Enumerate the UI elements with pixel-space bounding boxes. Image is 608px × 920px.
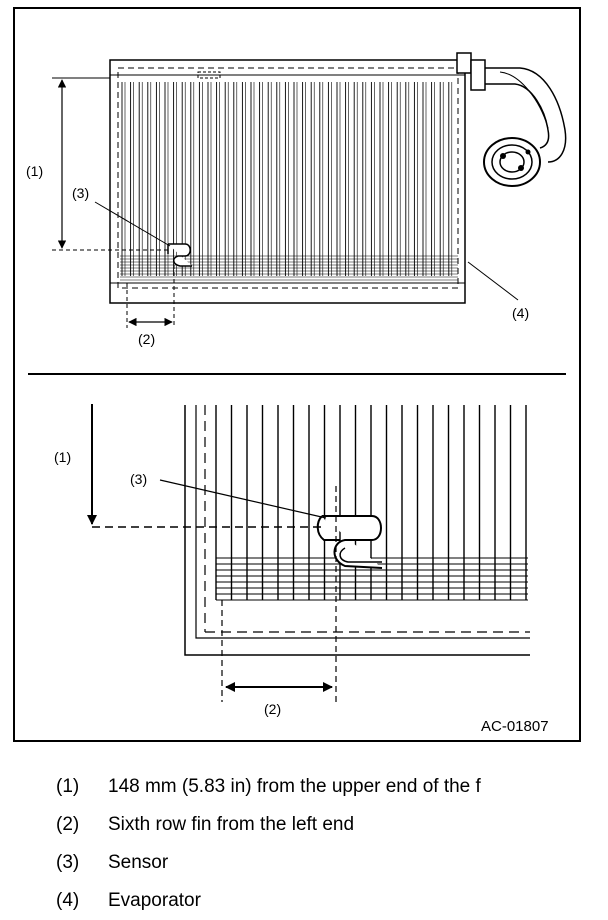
legend-text: Sixth row fin from the left end: [108, 814, 355, 835]
evaporator-body: [109, 59, 466, 304]
label-1-top: (1): [26, 163, 43, 179]
legend-text: Evaporator: [108, 890, 201, 911]
evaporator-leader: [467, 261, 519, 301]
bottom-detail-view: (1) (3) (2): [54, 404, 530, 717]
evaporator-sensor-diagram: (1) (3) (2) (4) (1) (: [13, 7, 581, 742]
figure-code: AC-01807: [481, 718, 549, 735]
legend-number: (1): [56, 776, 80, 797]
top-view: (1) (3) (2) (4): [26, 52, 567, 347]
legend-list: (1) 148 mm (5.83 in) from the upper end o…: [56, 768, 608, 920]
label-4-top: (4): [512, 305, 529, 321]
dimension-1-top: [52, 77, 168, 251]
label-2-detail: (2): [264, 701, 281, 717]
sensor-leader-detail: [159, 479, 327, 519]
label-1-detail: (1): [54, 449, 71, 465]
dimension-2-top: [126, 258, 175, 328]
evaporator-fins: [121, 82, 453, 276]
legend-text: 148 mm (5.83 in) from the upper end of t…: [108, 776, 481, 797]
sensor-leader-top: [94, 201, 171, 247]
dimension-1-detail: [87, 404, 322, 528]
label-3-detail: (3): [130, 471, 147, 487]
figure-frame: [13, 7, 581, 742]
fin-rows-detail: [216, 557, 528, 601]
label-3-top: (3): [72, 185, 89, 201]
legend-text: Sensor: [108, 852, 169, 873]
evaporator-fins-detail: [215, 405, 527, 600]
legend-item: (1) 148 mm (5.83 in) from the upper end o…: [56, 768, 608, 806]
dimension-2-detail: [221, 486, 337, 702]
legend-item: (4) Evaporator: [56, 882, 608, 920]
legend-item: (3) Sensor: [56, 844, 608, 882]
label-2-top: (2): [138, 331, 155, 347]
legend-number: (3): [56, 852, 80, 873]
legend-item: (2) Sixth row fin from the left end: [56, 806, 608, 844]
pipe-fitting: [456, 52, 567, 187]
legend-number: (2): [56, 814, 80, 835]
sensor-detail: [316, 515, 383, 569]
bottom-tank-pattern: [120, 255, 458, 281]
legend-number: (4): [56, 890, 80, 911]
